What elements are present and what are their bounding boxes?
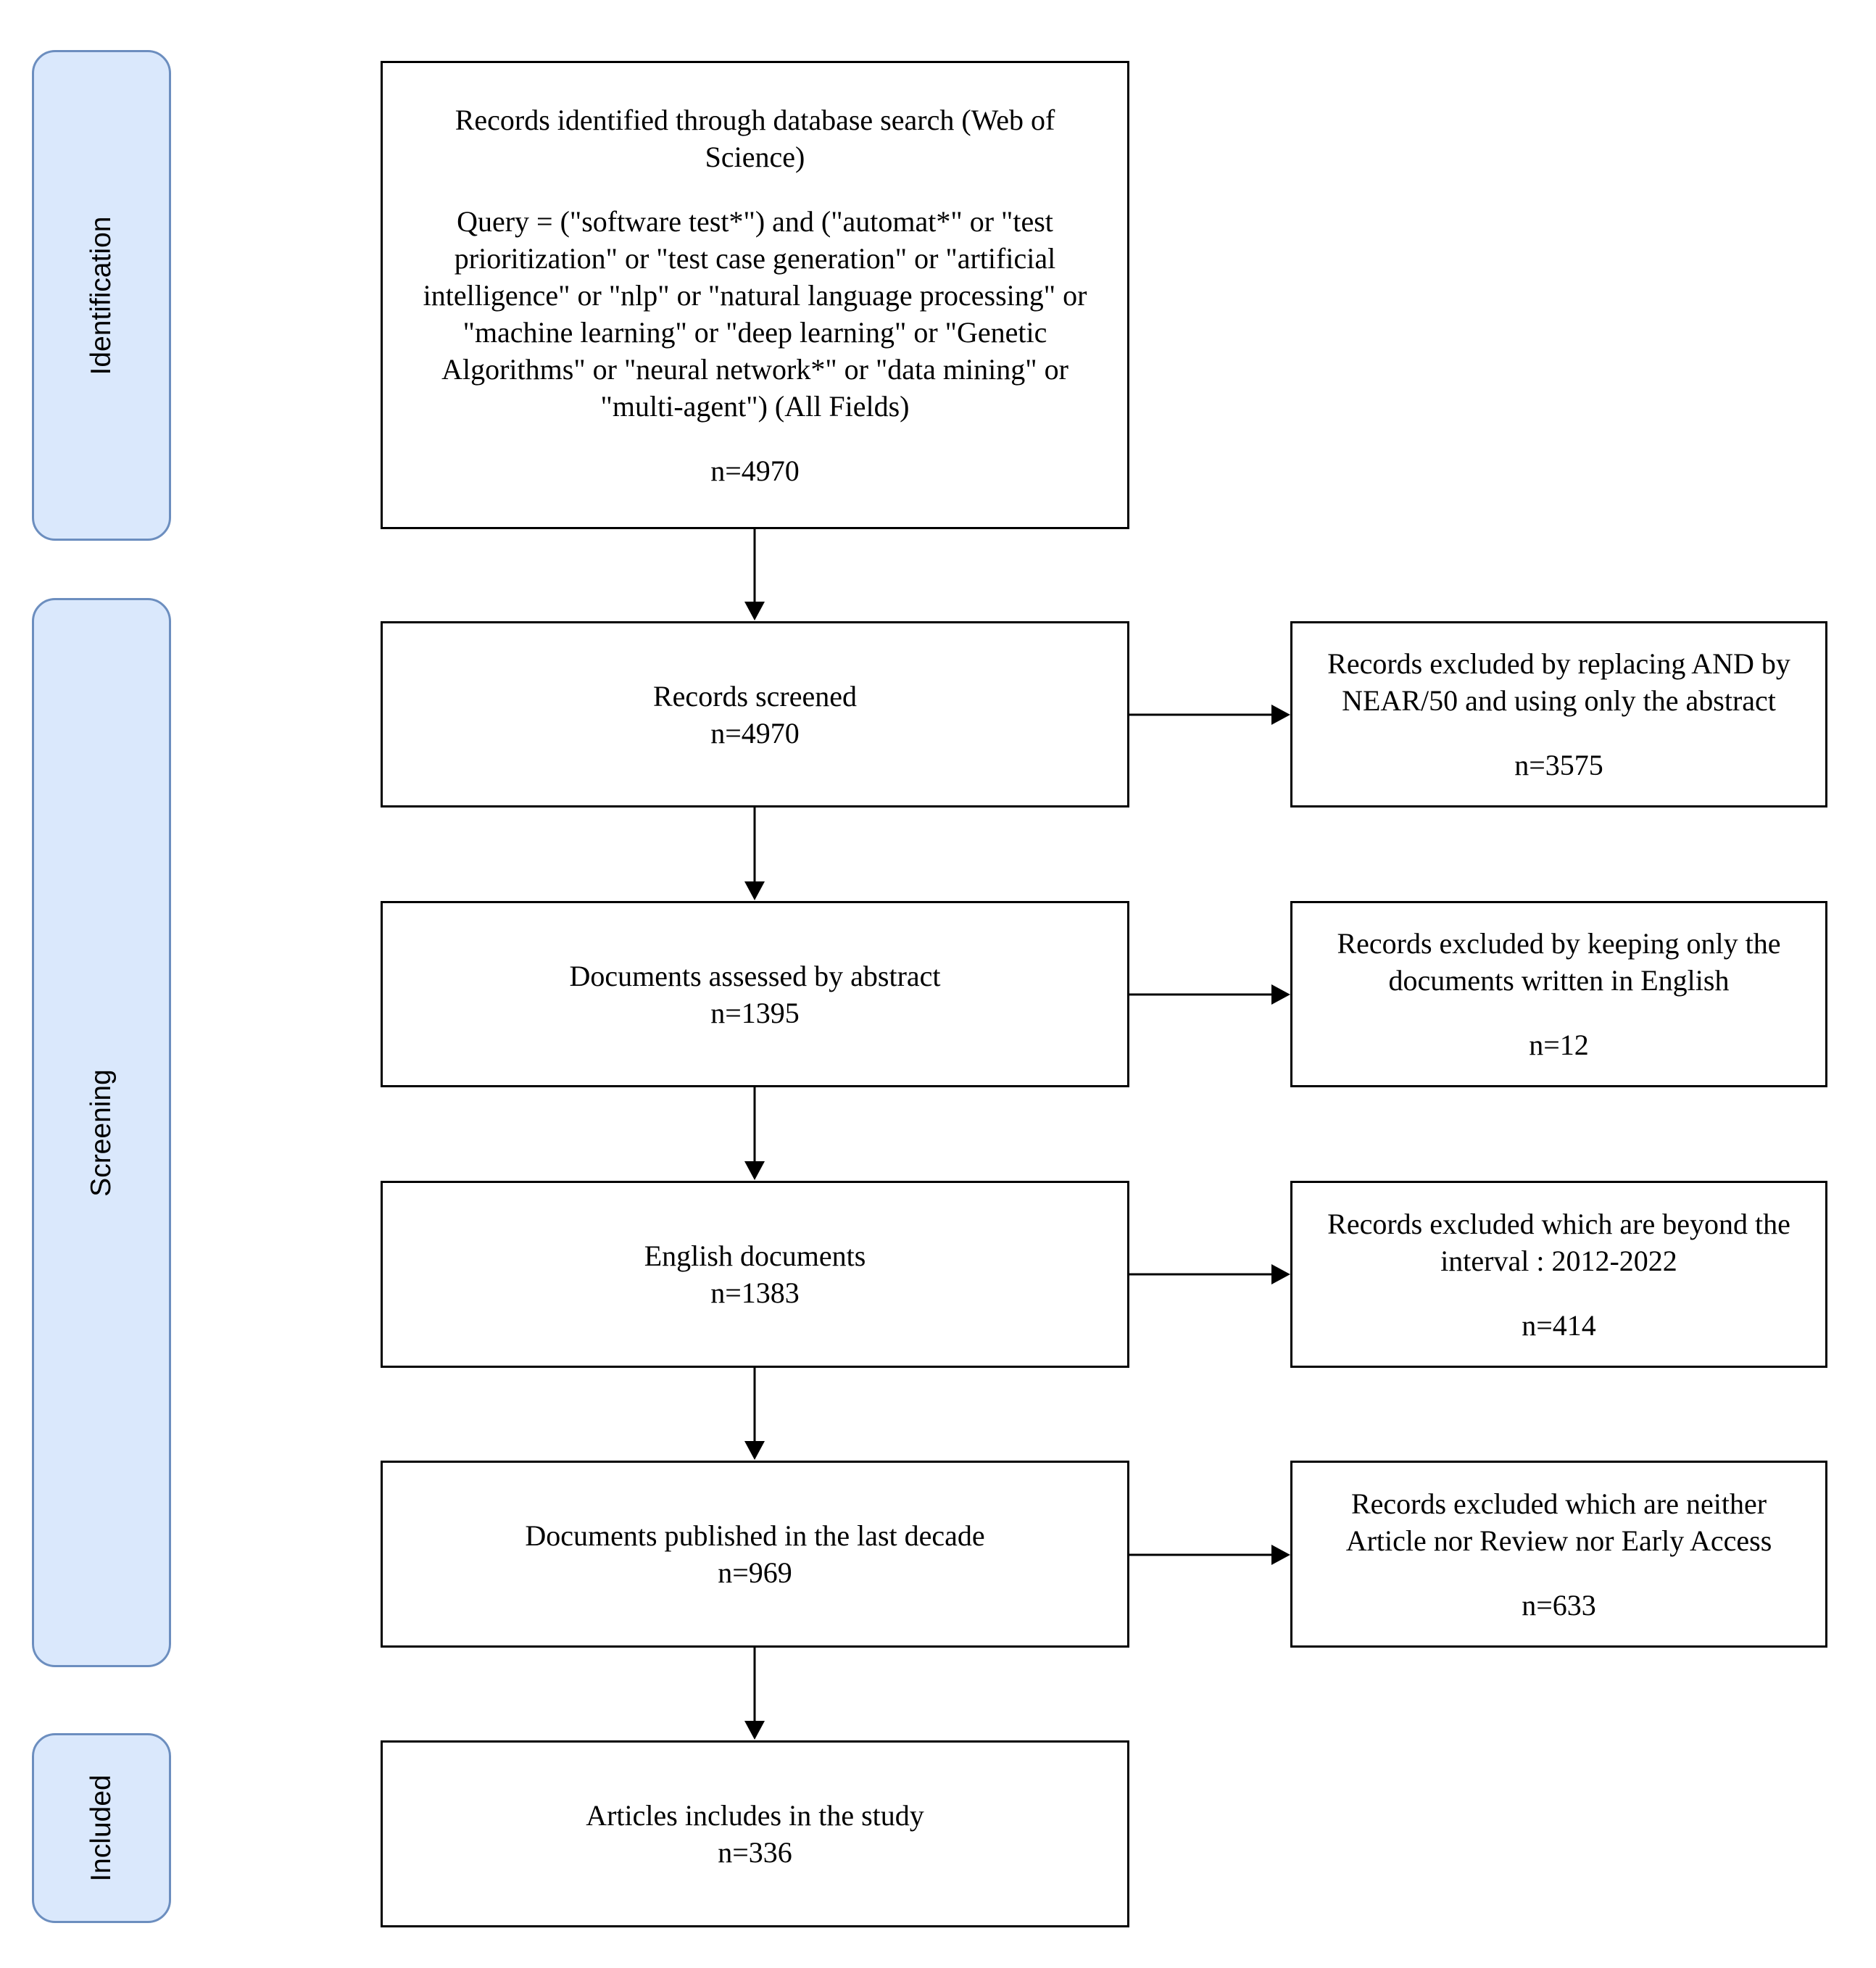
assessed-title: Documents assessed by abstract — [569, 959, 941, 992]
included-title: Articles includes in the study — [586, 1799, 924, 1832]
identified-title: Records identified through database sear… — [455, 103, 1055, 173]
excluded-interval-count: n=414 — [1522, 1308, 1596, 1342]
excluded-language-count: n=12 — [1529, 1029, 1589, 1061]
box-excluded-interval: Records excluded which are beyond the in… — [1290, 1181, 1827, 1368]
box-records-identified: Records identified through database sear… — [381, 61, 1129, 529]
box-last-decade: Documents published in the last decade n… — [381, 1461, 1129, 1648]
box-documents-assessed: Documents assessed by abstract n=1395 — [381, 901, 1129, 1087]
box-english-documents: English documents n=1383 — [381, 1181, 1129, 1368]
screened-count: n=4970 — [710, 716, 800, 750]
stage-identification: Identification — [32, 50, 171, 541]
excluded-type-text: Records excluded which are neither Artic… — [1345, 1487, 1772, 1557]
decade-count: n=969 — [718, 1556, 792, 1589]
excluded-language-text: Records excluded by keeping only the doc… — [1337, 927, 1781, 997]
included-count: n=336 — [718, 1836, 792, 1869]
excluded-interval-text: Records excluded which are beyond the in… — [1327, 1207, 1790, 1277]
stage-included: Included — [32, 1733, 171, 1923]
assessed-count: n=1395 — [710, 996, 800, 1029]
excluded-type-count: n=633 — [1522, 1588, 1596, 1622]
identified-count: n=4970 — [710, 454, 800, 487]
decade-title: Documents published in the last decade — [525, 1519, 985, 1552]
box-excluded-near: Records excluded by replacing AND by NEA… — [1290, 621, 1827, 807]
box-excluded-type: Records excluded which are neither Artic… — [1290, 1461, 1827, 1648]
english-title: English documents — [644, 1240, 866, 1272]
excluded-near-text: Records excluded by replacing AND by NEA… — [1327, 647, 1790, 717]
screened-title: Records screened — [653, 679, 857, 713]
excluded-near-count: n=3575 — [1514, 749, 1603, 781]
identified-query: Query = ("software test*") and ("automat… — [423, 204, 1087, 423]
english-count: n=1383 — [710, 1276, 800, 1309]
box-excluded-language: Records excluded by keeping only the doc… — [1290, 901, 1827, 1087]
box-records-screened: Records screened n=4970 — [381, 621, 1129, 807]
stage-screening: Screening — [32, 598, 171, 1667]
box-articles-included: Articles includes in the study n=336 — [381, 1740, 1129, 1927]
